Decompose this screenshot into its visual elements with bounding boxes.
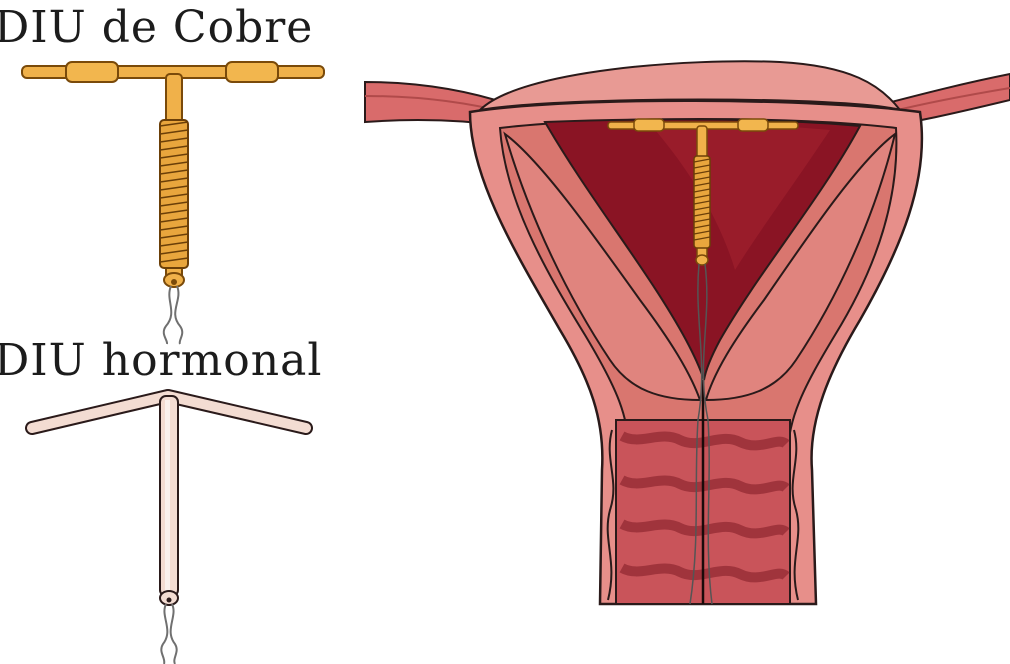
hormonal-iud-illustration [32,396,306,664]
uterus-illustration [365,61,1010,604]
copper-iud-illustration [22,62,324,344]
